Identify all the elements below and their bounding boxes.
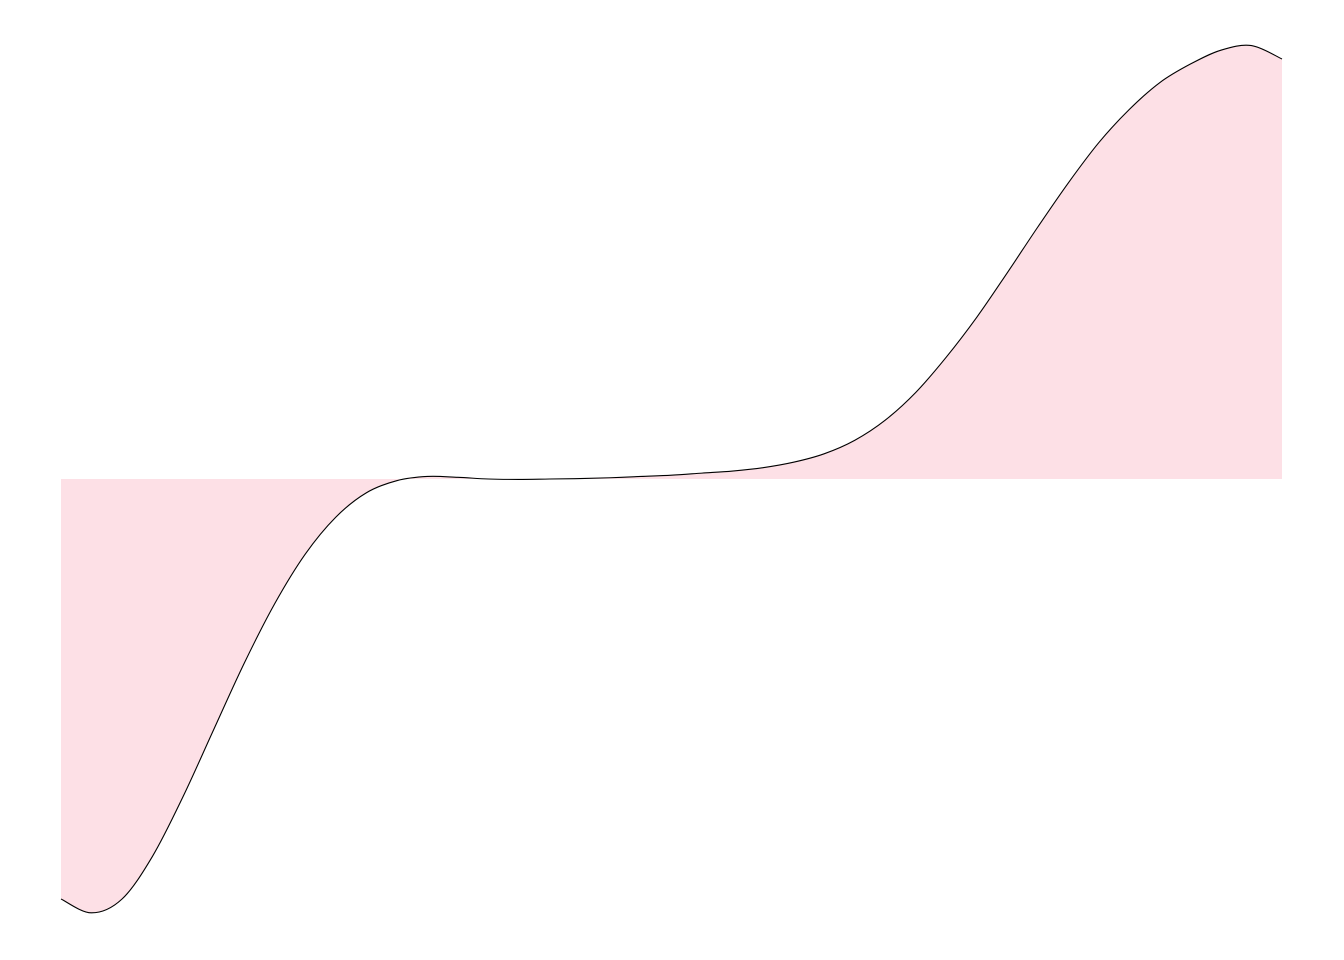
series-line: [60, 44, 1283, 914]
area-fill: [61, 45, 1282, 913]
plot-layer: [60, 44, 1283, 914]
